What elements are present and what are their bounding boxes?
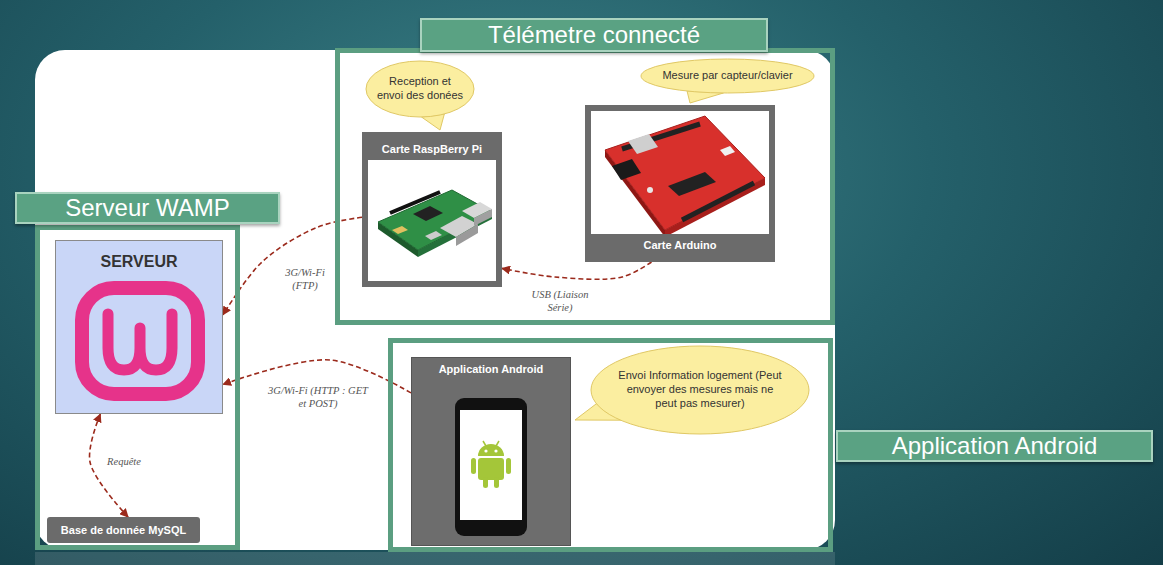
white-panel — [35, 50, 835, 550]
edge-label: 3G/Wi-Fi (FTP) — [276, 266, 334, 293]
edge-label: USB (Liaison Série) — [521, 288, 599, 315]
connector — [90, 414, 129, 517]
dc-jack — [612, 159, 641, 180]
leg — [483, 477, 488, 488]
component — [720, 146, 735, 156]
section-title: Application Android — [836, 430, 1153, 462]
phone-body — [455, 398, 527, 536]
section-title: Télémetre connecté — [420, 18, 768, 52]
section-panel: Télémetre connectéReception et envoi des… — [335, 48, 835, 325]
raspberry-pi-board — [378, 190, 492, 257]
section-title: Serveur WAMP — [15, 192, 280, 224]
component — [392, 226, 408, 234]
usb-port-side — [456, 224, 478, 246]
wamp-logo — [82, 288, 198, 394]
pcb — [605, 116, 765, 230]
speech-bubble: Mesure par capteur/clavier — [640, 58, 815, 94]
callout-text: Envoi Information logement (Peut envoyer… — [618, 369, 783, 410]
connector — [502, 262, 652, 279]
arm — [471, 458, 476, 474]
database-label: Base de donnée MySQL — [47, 517, 200, 543]
speech-bubble: Reception et envoi des donées — [365, 60, 475, 118]
device-frame: Carte Arduino — [585, 105, 775, 262]
callout-ellipse — [591, 346, 809, 434]
speech-bubble: Envoi Information logement (Peut envoyer… — [590, 345, 810, 435]
server-box-fill — [55, 240, 223, 414]
server-box: SERVEUR — [55, 240, 223, 414]
connector — [223, 360, 411, 393]
callout-ellipse — [366, 61, 474, 117]
eye — [484, 449, 487, 452]
device-label: Carte Arduino — [591, 234, 769, 256]
phone-box-fill — [411, 357, 571, 546]
callout-text: Reception et envoi des donées — [375, 75, 465, 103]
phone-screen — [460, 410, 522, 520]
edge-label: Requête — [101, 455, 147, 470]
android-robot — [471, 441, 511, 488]
eye — [494, 449, 497, 452]
cpu-chip — [413, 206, 443, 221]
chip — [668, 172, 716, 196]
logo-ring — [82, 288, 198, 394]
phone — [455, 398, 527, 536]
head — [478, 444, 504, 456]
logo-w — [108, 314, 172, 370]
edge-label: 3G/Wi-Fi (HTTP : GET et POST) — [266, 384, 371, 411]
ethernet-port-side — [474, 209, 492, 226]
connector — [223, 217, 362, 315]
panel-reflection — [35, 552, 835, 565]
body — [478, 458, 504, 480]
pcb — [378, 190, 492, 250]
database-box: Base de donnée MySQL — [47, 517, 200, 543]
component — [647, 187, 653, 193]
section-panel: Application AndroidApplication AndroidEn… — [388, 338, 833, 552]
app-box: Application Android — [411, 357, 571, 546]
app-label: Application Android — [432, 363, 550, 376]
section-panel: Serveur WAMPSERVEURBase de donnée MySQL — [35, 225, 240, 550]
device-frame: Carte RaspBerry Pi — [362, 132, 502, 287]
callout-text: Mesure par capteur/clavier — [649, 69, 807, 83]
callout-ellipse — [641, 59, 814, 93]
arm — [506, 458, 511, 474]
usb-connector — [628, 134, 658, 154]
leg — [494, 477, 499, 488]
arduino-board — [605, 116, 765, 237]
server-title: SERVEUR — [56, 253, 222, 271]
component — [425, 231, 442, 240]
device-label: Carte RaspBerry Pi — [368, 138, 496, 160]
